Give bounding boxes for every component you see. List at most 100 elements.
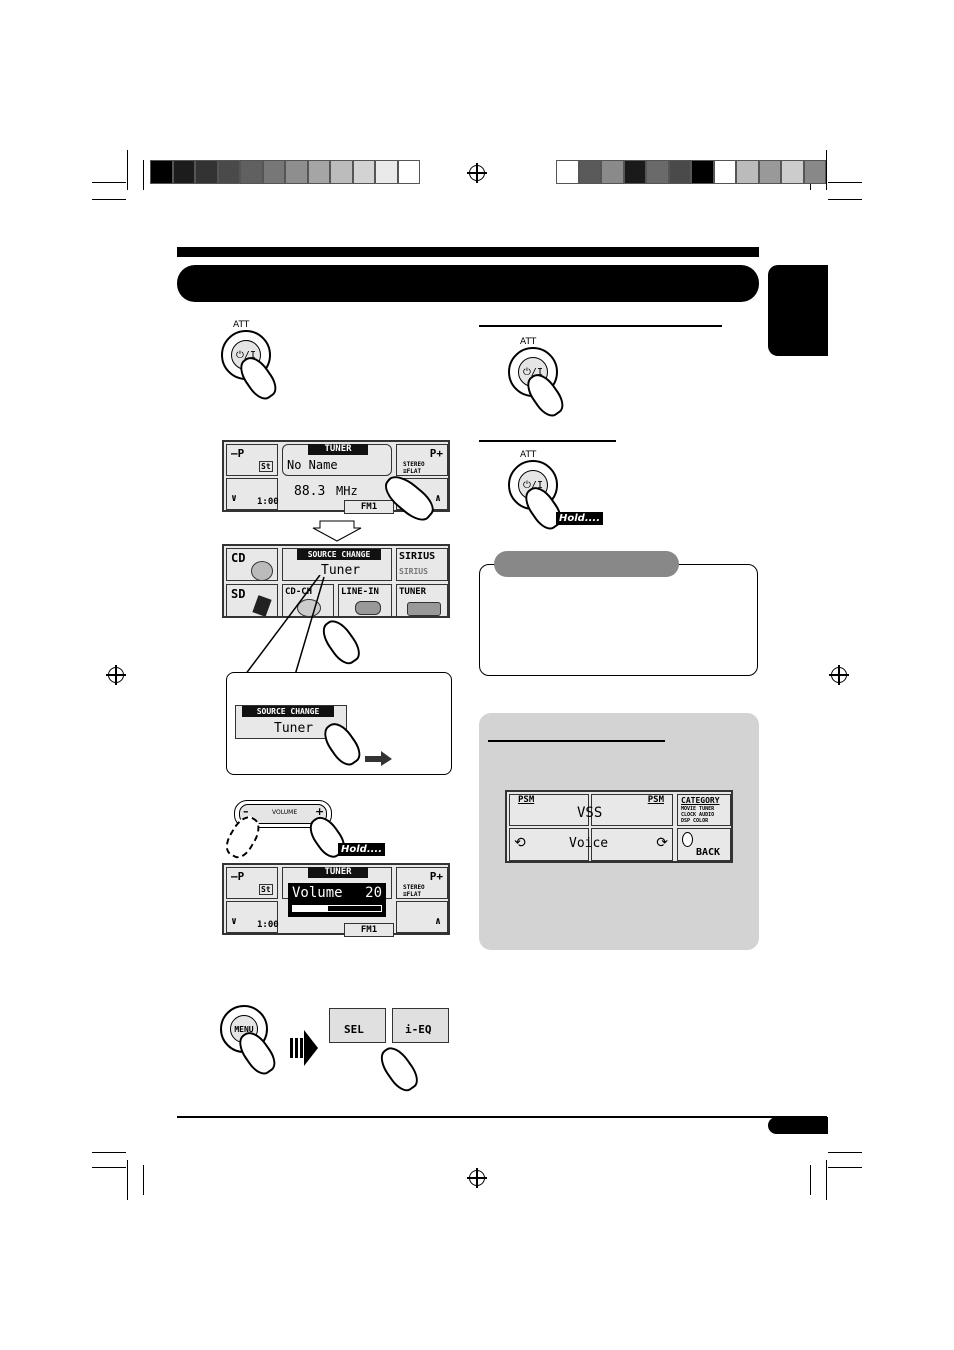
disc-icon (251, 561, 273, 581)
note-header (494, 551, 679, 577)
psm-prev-button[interactable]: PSM (509, 794, 589, 826)
chevron-up-icon: ∧ (434, 916, 441, 927)
color-swatch (781, 160, 804, 184)
color-swatch (285, 160, 308, 184)
psm-item: VSS (577, 805, 603, 821)
volume-overlay: Volume 20 (288, 883, 386, 917)
color-swatch (307, 160, 330, 184)
seek-up-button[interactable]: ∧ (396, 901, 448, 933)
category-button[interactable]: CATEGORY MOVIE TUNER CLOCK AUDIO DSP COL… (677, 794, 731, 826)
psm-next-button[interactable]: PSM (591, 794, 673, 826)
tuner-volume-screen: –P St TUNER P+ STEREO ≡FLAT ∨ 1:00 FM1 ∧… (222, 863, 450, 937)
color-swatch (150, 160, 173, 184)
preset-down-button[interactable]: –P St (226, 867, 278, 899)
color-swatch (713, 160, 736, 184)
color-swatch (240, 160, 263, 184)
volume-down-button[interactable]: – (243, 805, 249, 818)
color-swatch (352, 160, 375, 184)
callout-box: SOURCE CHANGE Tuner (226, 672, 452, 775)
sel-button[interactable]: SEL (329, 1008, 386, 1043)
color-swatch (578, 160, 601, 184)
crop-mark (828, 182, 862, 183)
color-swatch (758, 160, 781, 184)
crop-mark (828, 199, 862, 200)
station-display[interactable]: TUNER No Name (282, 444, 392, 476)
rotate-left-icon: ⟲ (514, 835, 526, 851)
color-swatch (262, 160, 285, 184)
preset-up-button[interactable]: P+ STEREO ≡FLAT (396, 867, 448, 899)
callout-pointer (244, 575, 325, 676)
right-arrow-icon (365, 751, 392, 766)
page-number-tab (768, 1117, 828, 1134)
seek-down-button[interactable]: ∨ 1:00 (226, 478, 279, 510)
language-tab (768, 265, 828, 356)
source-change-display[interactable]: SOURCE CHANGE Tuner (282, 548, 392, 581)
seek-down-button[interactable]: ∨ 1:00 (226, 901, 279, 933)
color-swatch (623, 160, 646, 184)
registration-mark (467, 163, 487, 183)
source-change-display[interactable]: SOURCE CHANGE Tuner (235, 705, 347, 739)
section-banner (177, 265, 759, 302)
color-swatch (736, 160, 759, 184)
band-label: FM1 (344, 500, 394, 514)
volume-overlay-label: Volume (292, 885, 343, 901)
sirius-logo: SIRIUS (399, 567, 428, 576)
frequency-unit: MHz (336, 484, 358, 498)
value-up-button[interactable]: ⟳ (591, 828, 673, 861)
crop-mark (828, 1152, 862, 1153)
chevron-down-icon: ∨ (231, 493, 238, 504)
color-swatch (668, 160, 691, 184)
band-label: FM1 (344, 923, 394, 937)
color-swatch (601, 160, 624, 184)
color-swatch (195, 160, 218, 184)
disc-stack-icon (297, 599, 321, 617)
heading-underline (479, 440, 616, 442)
chevron-up-icon: ∧ (434, 493, 441, 504)
header-rule (177, 247, 759, 257)
color-swatch (172, 160, 195, 184)
heading-underline (479, 325, 722, 327)
psm-screen: PSM PSM VSS CATEGORY MOVIE TUNER CLOCK A… (505, 790, 733, 863)
source-sd-button[interactable]: SD (226, 584, 278, 617)
registration-mark (106, 665, 126, 685)
footer-rule (177, 1116, 827, 1118)
att-label: ATT (233, 320, 250, 330)
volume-label: VOLUME (272, 809, 298, 816)
color-swatch (217, 160, 240, 184)
rotate-right-icon: ⟳ (656, 835, 668, 851)
radio-icon (407, 602, 441, 616)
source-sirius-button[interactable]: SIRIUS SIRIUS (396, 548, 448, 581)
volume-up-button[interactable]: + (315, 805, 325, 818)
frequency: 88.3 (294, 484, 326, 499)
ieq-button[interactable]: i-EQ (392, 1008, 449, 1043)
finger-icon (374, 1041, 424, 1097)
hold-tag: Hold.... (338, 843, 386, 856)
crop-mark (127, 150, 128, 190)
registration-mark (829, 665, 849, 685)
crop-mark (127, 1160, 128, 1200)
source-screen: CD SOURCE CHANGE Tuner SIRIUS SIRIUS SD … (222, 544, 450, 618)
crop-mark (828, 1167, 862, 1168)
att-power-button[interactable]: ⏻/I (221, 330, 271, 380)
note-box (479, 564, 758, 676)
back-button[interactable]: BACK (677, 828, 731, 861)
chevron-down-icon: ∨ (231, 916, 238, 927)
source-tuner-button[interactable]: TUNER (396, 584, 448, 617)
color-swatch (397, 160, 420, 184)
source-linein-button[interactable]: LINE-IN (338, 584, 392, 617)
color-swatch (330, 160, 353, 184)
plug-icon (355, 601, 381, 615)
color-swatch (646, 160, 669, 184)
source-cd-button[interactable]: CD (226, 548, 278, 581)
crop-mark (92, 1152, 126, 1153)
preset-up-button[interactable]: P+ STEREO ≡FLAT (396, 444, 448, 476)
volume-bar (292, 905, 382, 912)
value-down-button[interactable]: ⟲ (509, 828, 589, 861)
crop-mark (826, 150, 827, 190)
crop-mark (92, 199, 126, 200)
hold-tag: Hold.... (556, 512, 604, 525)
preset-down-button[interactable]: –P St (226, 444, 278, 476)
color-swatch (691, 160, 714, 184)
att-label: ATT (520, 337, 537, 347)
source-cdch-button[interactable]: CD-CH (282, 584, 334, 617)
